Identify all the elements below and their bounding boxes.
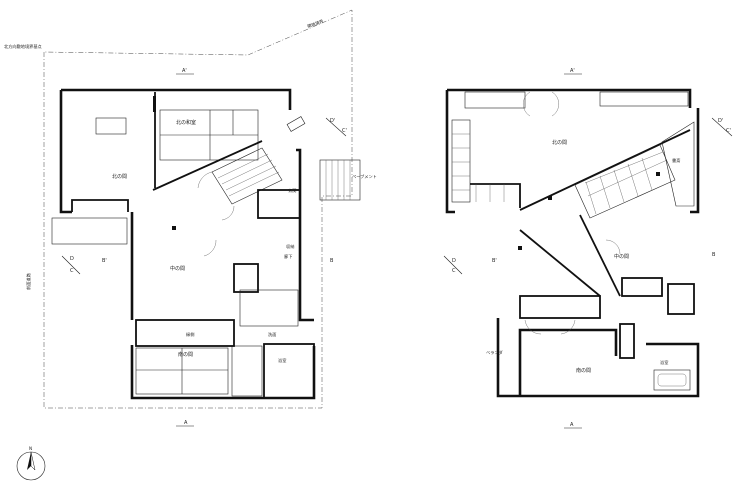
- north-label: N: [29, 446, 32, 451]
- room-bath: 浴室: [278, 357, 286, 364]
- bathtub: [653, 369, 691, 391]
- room-study: 書斎: [672, 157, 680, 164]
- marker-b-prime: B': [102, 258, 107, 264]
- diagonal-wall: [519, 129, 691, 211]
- room-wash: 洗面: [268, 331, 276, 338]
- exterior-wall: [260, 346, 316, 400]
- staircase: [211, 147, 283, 205]
- marker-a: A: [184, 420, 188, 426]
- room-corridor: 廊下: [284, 253, 292, 260]
- staircase: [574, 144, 676, 219]
- exterior-wall: [646, 342, 700, 398]
- marker-a-prime-2f: A': [570, 68, 575, 74]
- room-storage-2f: 浴室: [660, 359, 668, 366]
- exterior-wall: [496, 318, 520, 398]
- marker-d-prime-2f: D': [718, 118, 723, 124]
- exterior-wall: [61, 88, 292, 110]
- marker-d: D: [70, 256, 74, 262]
- room-south: 南の間: [178, 351, 193, 358]
- exterior-wall: [130, 345, 260, 400]
- exterior-wall: [59, 90, 72, 214]
- marker-a-prime: A': [182, 68, 187, 74]
- road-top-label: 隣地境界: [306, 17, 325, 30]
- room-balcony: ベランダ: [486, 349, 503, 356]
- exterior-wall: [296, 148, 314, 322]
- second-floor-plan: 北の間 中の間 南の間 書斎 浴室 ベランダ A' A B' B D' C' D…: [443, 68, 733, 429]
- site-boundary: [43, 9, 353, 409]
- entrance-steps: [319, 159, 361, 201]
- marker-d-prime: D': [330, 118, 335, 124]
- marker-c-prime-2f: C': [726, 128, 731, 134]
- exterior-wall: [447, 88, 692, 108]
- exterior-wall: [445, 90, 455, 214]
- room-storage: 収納: [286, 243, 294, 250]
- marker-b-2f: B: [712, 252, 716, 258]
- marker-d-2f: D: [452, 258, 456, 264]
- room-center-2f: 中の間: [614, 253, 629, 260]
- interior-wall: [71, 199, 129, 212]
- room-north-2f: 北の間: [552, 139, 567, 146]
- exterior-wall: [690, 108, 700, 214]
- room-south-2f: 南の間: [576, 367, 591, 374]
- marker-c: C: [70, 268, 74, 274]
- north-room-desk: [95, 117, 127, 135]
- room-engawa: 縁側: [186, 331, 194, 337]
- exterior-wall: [518, 328, 618, 396]
- road-left-label: 前面道路: [25, 272, 32, 290]
- room-north: 北の間: [112, 173, 127, 180]
- first-floor-plan: 北方向敷地境界基点 隣地境界 前面道路: [4, 9, 377, 427]
- north-arrow: N: [16, 446, 46, 481]
- room-north-tatami: 北の和室: [176, 119, 196, 126]
- diagonal-wall: [152, 140, 263, 191]
- room-center: 中の間: [170, 265, 185, 272]
- entrance-note: ペーブメント: [352, 173, 377, 179]
- site-note: 北方向敷地境界基点: [4, 43, 42, 50]
- marker-b: B: [330, 258, 334, 264]
- room-genkan: 玄関: [288, 187, 296, 194]
- marker-c-2f: C: [452, 268, 456, 274]
- marker-a-2f: A: [570, 422, 574, 428]
- marker-c-prime: C': [342, 128, 347, 134]
- marker-b-prime-2f: B': [492, 258, 497, 264]
